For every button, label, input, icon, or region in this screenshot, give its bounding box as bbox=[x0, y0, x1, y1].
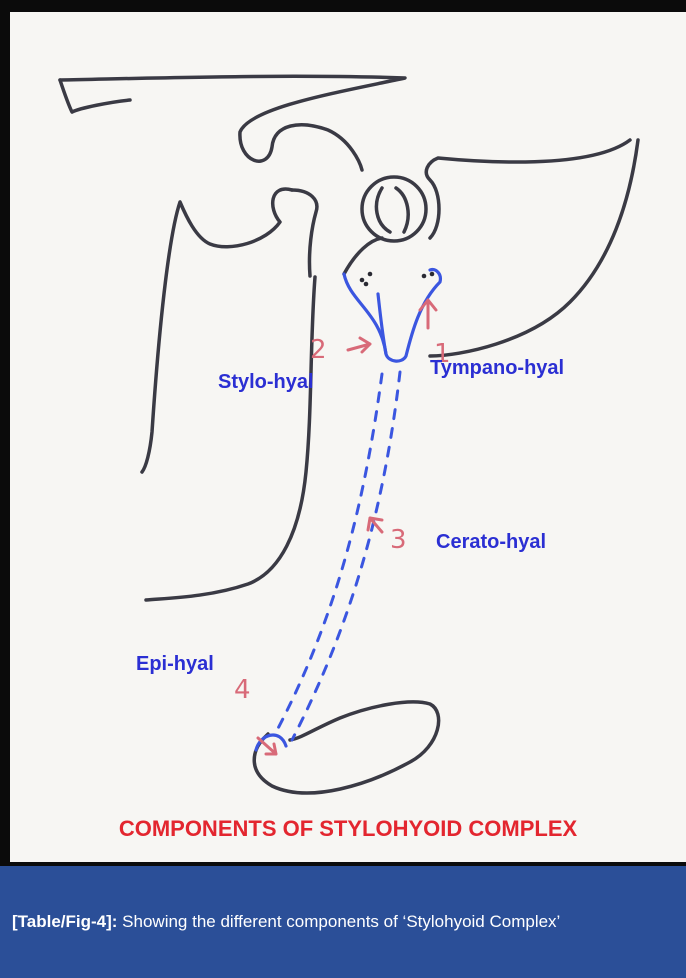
arrow-4 bbox=[258, 738, 276, 754]
diagram-title: COMPONENTS OF STYLOHYOID COMPLEX bbox=[119, 816, 578, 841]
marker-2: 2 bbox=[310, 335, 327, 365]
label-epi-hyal: Epi-hyal bbox=[136, 653, 214, 675]
posterior-outline bbox=[146, 277, 315, 600]
caption-text: Showing the different components of ‘Sty… bbox=[117, 912, 560, 931]
marker-4: 4 bbox=[234, 675, 251, 705]
ear-ring-outer bbox=[362, 177, 426, 241]
stylohyoid-diagram: 1 2 3 4 Stylo-hyal Tympano-hyal Cerato-h… bbox=[10, 12, 686, 862]
ear-ring-inner bbox=[376, 188, 408, 232]
left-hook-outline bbox=[142, 189, 292, 472]
label-cerato-hyal: Cerato-hyal bbox=[436, 531, 546, 553]
hyoid-body-outline bbox=[254, 702, 438, 793]
skull-top-outline bbox=[60, 76, 405, 170]
stylo-hyal-shaft bbox=[378, 294, 386, 354]
label-tympano-hyal: Tympano-hyal bbox=[430, 357, 564, 379]
figure-caption: [Table/Fig-4]: Showing the different com… bbox=[0, 866, 686, 978]
left-hook-inner bbox=[292, 190, 317, 276]
figure-frame: 1 2 3 4 Stylo-hyal Tympano-hyal Cerato-h… bbox=[0, 0, 686, 866]
diagram-drawing: 1 2 3 4 Stylo-hyal Tympano-hyal Cerato-h… bbox=[10, 12, 686, 862]
marker-3: 3 bbox=[390, 525, 407, 555]
mastoid-outline bbox=[430, 140, 638, 356]
label-stylo-hyal: Stylo-hyal bbox=[218, 371, 314, 393]
cerato-hyal-line-left bbox=[274, 374, 382, 736]
skull-left-tail bbox=[60, 80, 130, 112]
caption-label: [Table/Fig-4]: bbox=[12, 912, 117, 931]
petrous-outline bbox=[344, 140, 630, 274]
arrow-2 bbox=[348, 338, 370, 352]
